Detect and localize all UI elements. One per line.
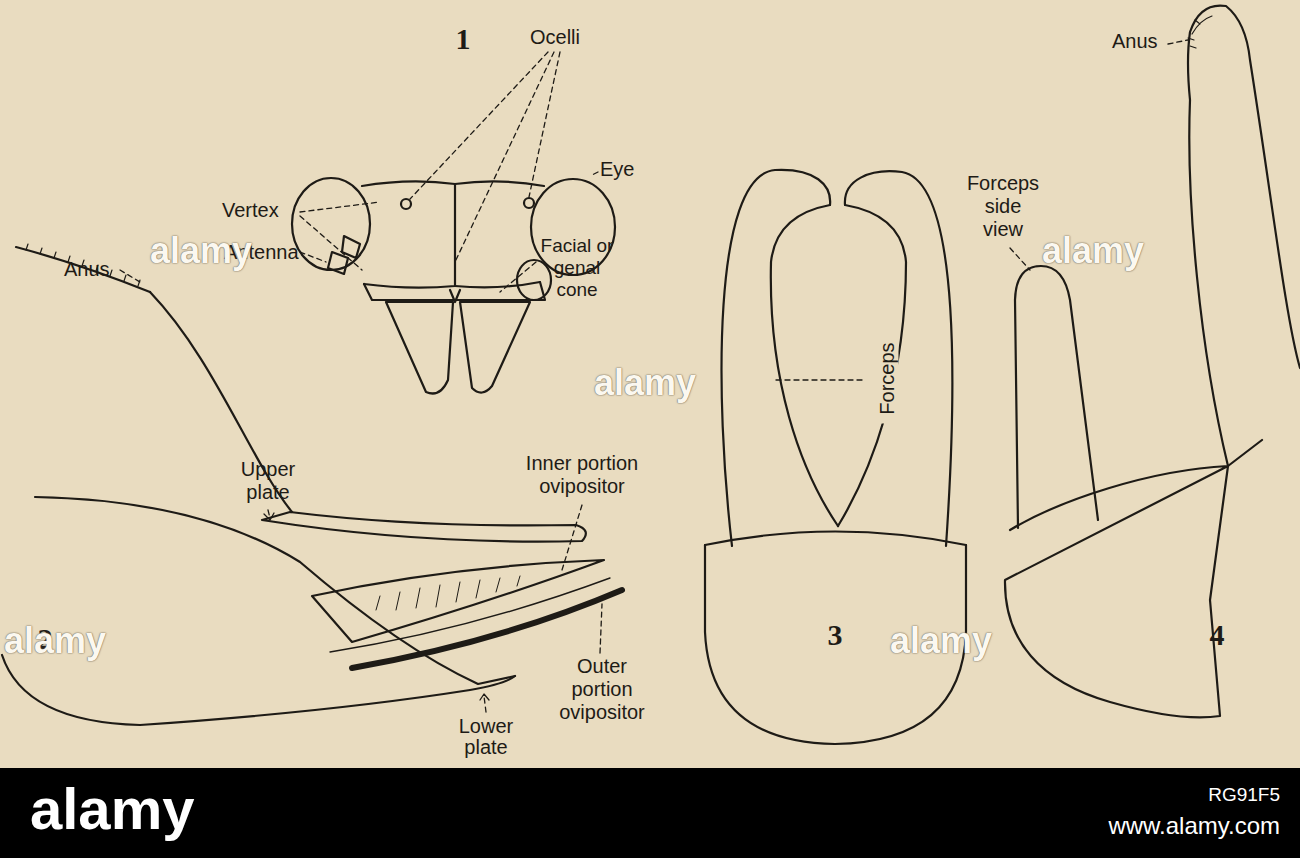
figure-number: 4 bbox=[1200, 618, 1234, 653]
part-label: Anus bbox=[1112, 30, 1168, 53]
figure-number: 3 bbox=[818, 618, 852, 653]
part-label: Lower plate bbox=[448, 716, 524, 758]
part-label: Ocelli bbox=[530, 26, 610, 49]
image-id: RG91F5 bbox=[1080, 784, 1280, 806]
watermark: alamy bbox=[594, 362, 714, 403]
leader-lines bbox=[120, 40, 1188, 712]
forceps-side-figure bbox=[1005, 6, 1300, 718]
stock-url: www.alamy.com bbox=[1040, 812, 1280, 840]
part-label: Inner portion ovipositor bbox=[512, 452, 652, 498]
part-label: Forceps bbox=[876, 334, 899, 424]
part-label: Vertex bbox=[222, 199, 300, 222]
part-label: Eye bbox=[600, 158, 660, 181]
abdomen-figure bbox=[2, 244, 622, 725]
stock-footer-bar bbox=[0, 768, 1300, 858]
part-label: Outer portion ovipositor bbox=[552, 655, 652, 724]
figure-number: 1 bbox=[446, 22, 480, 57]
watermark: alamy bbox=[4, 620, 124, 661]
part-label: Anus bbox=[64, 258, 124, 281]
part-label: Forceps side view bbox=[962, 172, 1044, 241]
part-label: Facial or genal cone bbox=[540, 235, 614, 301]
watermark: alamy bbox=[150, 230, 270, 271]
stock-logo: alamy bbox=[30, 776, 250, 843]
watermark: alamy bbox=[1042, 230, 1162, 271]
part-label: Upper plate bbox=[232, 458, 304, 504]
watermark: alamy bbox=[890, 620, 1010, 661]
head-figure bbox=[292, 178, 615, 394]
